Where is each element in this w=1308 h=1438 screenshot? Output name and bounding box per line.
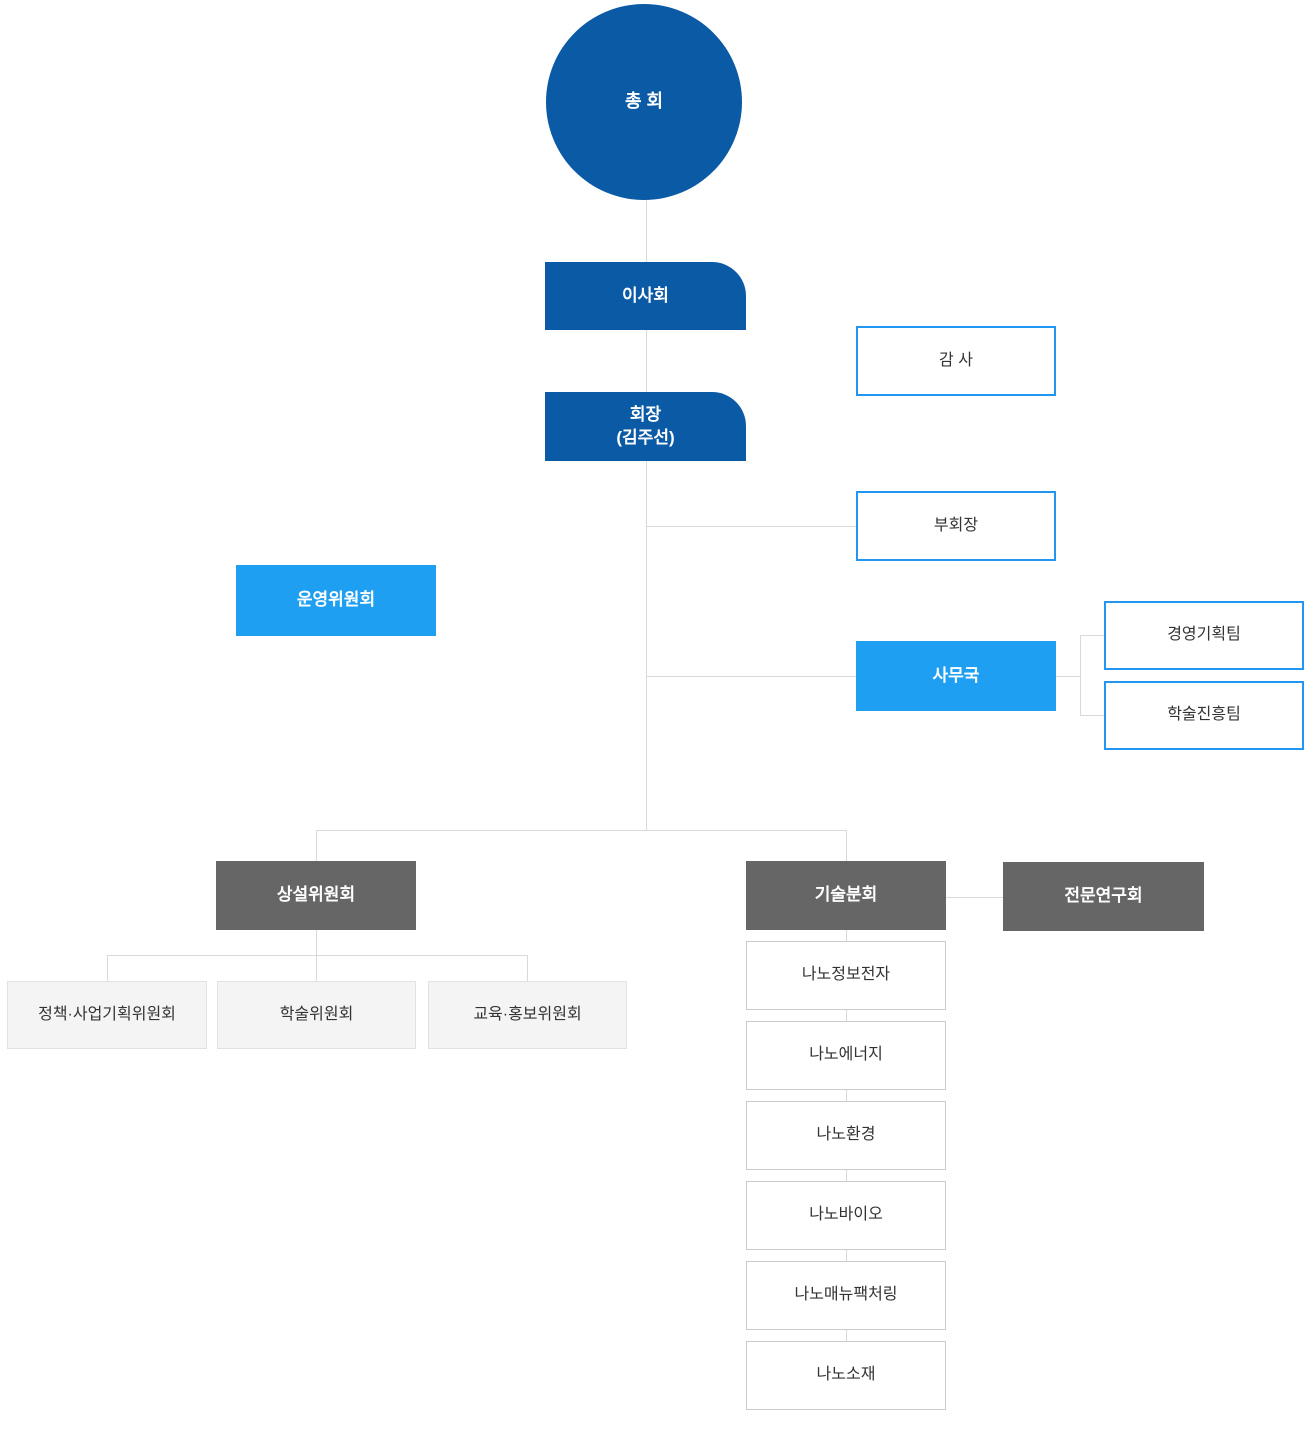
node-label: 나노환경 (816, 1126, 876, 1144)
node-label: 나노소재 (816, 1366, 876, 1384)
connector-line (316, 955, 317, 981)
president-title: 회장 (629, 405, 662, 425)
node-label: 부회장 (933, 516, 979, 534)
node-expert-research-group: 전문연구회 (1003, 862, 1204, 931)
node-label: 나노바이오 (809, 1206, 883, 1224)
node-label: 사무국 (932, 665, 980, 685)
connector-line (846, 1010, 847, 1021)
connector-line (316, 830, 846, 831)
connector-line (646, 200, 647, 262)
node-board: 이사회 (545, 262, 746, 330)
node-label: 나노정보전자 (801, 966, 891, 984)
connector-line (846, 830, 847, 861)
node-president: 회장 (김주선) (545, 392, 746, 461)
connector-line (527, 955, 528, 981)
node-label: 학술진흥팀 (1167, 706, 1241, 724)
connector-line (846, 1250, 847, 1261)
node-policy-business-planning-committee: 정책·사업기획위원회 (7, 981, 207, 1049)
connector-line (1056, 676, 1080, 677)
node-label: 전문연구회 (1064, 886, 1143, 906)
node-nano-energy: 나노에너지 (746, 1021, 946, 1090)
node-secretariat: 사무국 (856, 641, 1056, 711)
node-label: 나노에너지 (809, 1046, 883, 1064)
node-label: 감 사 (939, 351, 973, 369)
connector-line (946, 897, 1003, 898)
node-nano-manufacturing: 나노매뉴팩처링 (746, 1261, 946, 1330)
node-nano-materials: 나노소재 (746, 1341, 946, 1410)
connector-line (646, 330, 647, 392)
connector-line (107, 955, 527, 956)
node-academic-promotion-team: 학술진흥팀 (1104, 681, 1304, 750)
connector-line (1080, 635, 1104, 636)
connector-line (316, 830, 317, 861)
node-label: 상설위원회 (276, 885, 356, 905)
connector-line (646, 526, 856, 527)
node-label: 정책·사업기획위원회 (38, 1005, 176, 1023)
node-label: 경영기획팀 (1167, 626, 1241, 644)
node-label: 총 회 (624, 91, 664, 112)
connector-line (846, 1090, 847, 1101)
connector-line (107, 955, 108, 981)
connector-line (1080, 715, 1104, 716)
node-label: 교육·홍보위원회 (473, 1005, 582, 1023)
president-name: (김주선) (616, 427, 675, 447)
node-vice-president: 부회장 (856, 491, 1056, 561)
node-label: 기술분회 (814, 885, 878, 905)
node-academic-committee: 학술위원회 (217, 981, 416, 1049)
connector-line (646, 461, 647, 830)
node-nano-bio: 나노바이오 (746, 1181, 946, 1250)
node-standing-committee: 상설위원회 (216, 861, 416, 930)
node-label: 운영위원회 (296, 590, 376, 610)
node-nano-information-electronics: 나노정보전자 (746, 941, 946, 1010)
connector-line (316, 930, 317, 955)
connector-line (846, 930, 847, 941)
node-management-planning-team: 경영기획팀 (1104, 601, 1304, 670)
node-nano-environment: 나노환경 (746, 1101, 946, 1170)
node-label: 이사회 (622, 285, 669, 305)
connector-line (1080, 635, 1081, 716)
node-auditor: 감 사 (856, 326, 1056, 396)
node-education-pr-committee: 교육·홍보위원회 (428, 981, 627, 1049)
node-label: 학술위원회 (279, 1005, 354, 1023)
connector-line (846, 1330, 847, 1341)
node-general-assembly: 총 회 (546, 4, 742, 200)
connector-line (646, 676, 856, 677)
connector-line (846, 1170, 847, 1181)
node-technical-division: 기술분회 (746, 861, 946, 930)
node-steering-committee: 운영위원회 (236, 565, 436, 636)
node-label: 나노매뉴팩처링 (794, 1286, 898, 1304)
